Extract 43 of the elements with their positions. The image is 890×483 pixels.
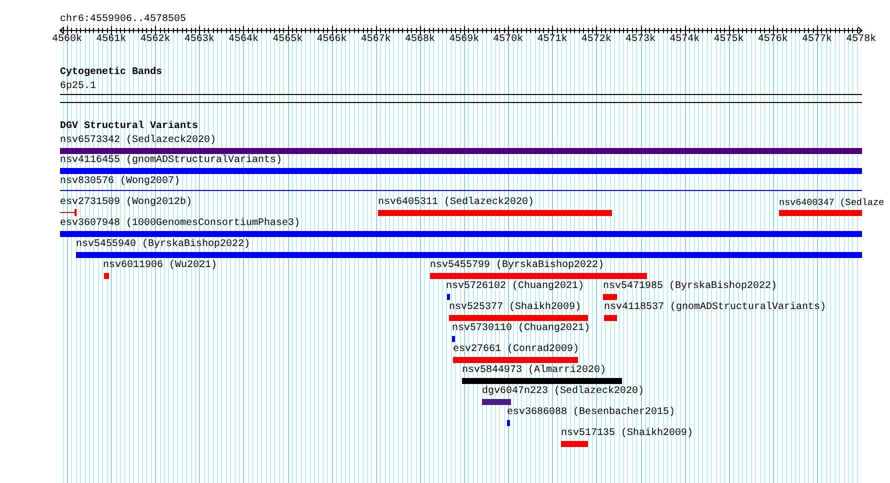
variant-label: nsv5471985 (ByrskaBishop2022)	[603, 281, 778, 293]
variant-label: nsv525377 (Shaikh2009)	[449, 302, 582, 314]
variant-label: nsv4116455 (gnomADStructuralVariants)	[60, 155, 282, 167]
tick-label: 4576k	[758, 34, 788, 46]
variant-label: esv2731509 (Wong2012b)	[60, 197, 192, 209]
variant-label: nsv6573342 (Sedlazeck2020)	[60, 135, 216, 147]
variant-label: nsv6011906 (Wu2021)	[103, 260, 218, 272]
tick-label: 4577k	[802, 34, 832, 46]
variant-label: nsv5455799 (ByrskaBishop2022)	[430, 260, 604, 272]
variant-label: nsv5455940 (ByrskaBishop2022)	[76, 239, 250, 251]
variant-label: nsv5844973 (Almarri2020)	[462, 365, 606, 377]
band-label: 6p25.1	[60, 81, 96, 93]
variant-label: esv27661 (Conrad2009)	[453, 344, 580, 356]
tick-label: 4575k	[714, 34, 744, 46]
variant-label: nsv830576 (Wong2007)	[60, 176, 180, 188]
tick-label: 4566k	[316, 34, 347, 46]
variant-label: nsv5726102 (Chuang2021)	[446, 281, 584, 293]
track-heading: DGV Structural Variants	[60, 121, 198, 133]
tick-label: 4564k	[228, 34, 258, 46]
track-heading: Cytogenetic Bands	[60, 67, 162, 79]
tick-label: 4570k	[493, 34, 524, 46]
variant-label: nsv4118537 (gnomADStructuralVariants)	[604, 302, 826, 314]
variant-label: nsv6400347 (Sedlaze	[779, 197, 884, 209]
tick-label: 4562k	[140, 34, 170, 46]
tick-label: 4568k	[404, 34, 435, 46]
chromosome-position: chr6:4559906..4578505	[60, 14, 186, 26]
tick-label: 4563k	[184, 34, 214, 46]
tick-label: 4567k	[360, 34, 391, 46]
tick-label: 4574k	[670, 34, 700, 46]
tick-label: 4569k	[449, 34, 480, 46]
variant-label: nsv517135 (Shaikh2009)	[561, 428, 694, 440]
tick-label: 4578k	[846, 34, 876, 46]
variant-label: dgv6047n223 (Sedlazeck2020)	[482, 386, 644, 398]
tick-label: 4571k	[537, 34, 568, 46]
tick-label: 4572k	[581, 34, 612, 46]
tick-label: 4560k	[52, 34, 82, 46]
tick-label: 4565k	[272, 34, 303, 46]
tick-label: 4561k	[96, 34, 126, 46]
variant-label: nsv5730110 (Chuang2021)	[452, 323, 590, 335]
variant-label: esv3607948 (1000GenomesConsortiumPhase3)	[60, 218, 300, 230]
variant-label: esv3686088 (Besenbacher2015)	[507, 407, 676, 419]
tick-label: 4573k	[626, 34, 656, 46]
variant-label: nsv6405311 (Sedlazeck2020)	[378, 197, 534, 209]
